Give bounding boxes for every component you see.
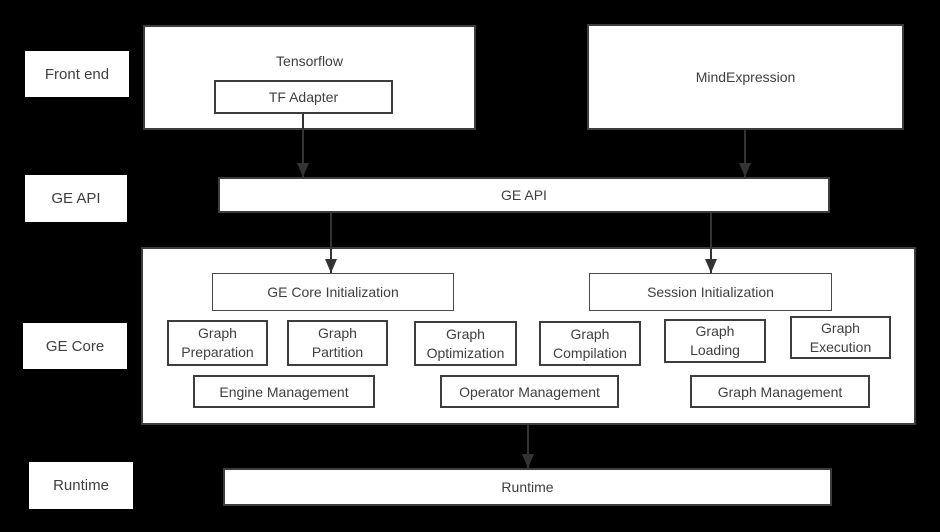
session-initialization-label: Session Initialization (647, 284, 774, 300)
layer-label-ge-core: GE Core (23, 323, 127, 369)
arrow-mindexpression-to-ge-api (739, 130, 751, 177)
layer-label-runtime-text: Runtime (53, 477, 109, 494)
stage-box-graph-preparation: Graph Preparation (167, 320, 268, 366)
arrow-tf-adapter-to-ge-api (297, 114, 309, 177)
operator-management-box: Operator Management (440, 375, 619, 408)
engine-management-label: Engine Management (219, 383, 349, 400)
mindexpression-box: MindExpression (587, 24, 904, 130)
tensorflow-box: Tensorflow TF Adapter (143, 25, 476, 130)
graph-management-label: Graph Management (717, 383, 843, 400)
arrow-ge-api-to-ge-core-initialization (325, 213, 337, 273)
tf-adapter-label: TF Adapter (268, 89, 339, 105)
graph-preparation-label: Graph Preparation (181, 325, 254, 360)
graph-optimization-label: Graph Optimization (426, 325, 505, 361)
stage-box-graph-partition: Graph Partition (287, 320, 388, 366)
graph-compilation-label: Graph Compilation (553, 325, 627, 361)
tf-adapter-box: TF Adapter (214, 80, 393, 114)
layer-label-runtime: Runtime (29, 462, 133, 509)
stage-box-graph-optimization: Graph Optimization (414, 321, 517, 366)
engine-management-box: Engine Management (193, 375, 375, 408)
layer-label-ge-api: GE API (25, 175, 127, 222)
layer-label-ge-api-text: GE API (51, 190, 101, 207)
operator-management-label: Operator Management (459, 383, 600, 400)
mindexpression-label: MindExpression (695, 69, 796, 85)
graph-execution-label: Graph Execution (809, 319, 872, 355)
runtime-label: Runtime (501, 479, 554, 495)
graph-loading-label: Graph Loading (690, 323, 740, 358)
stage-box-graph-loading: Graph Loading (664, 319, 766, 363)
layer-label-ge-core-text: GE Core (45, 337, 105, 355)
stage-box-graph-execution: Graph Execution (790, 316, 891, 359)
ge-core-initialization-box: GE Core Initialization (212, 273, 454, 311)
ge-api-label: GE API (501, 187, 547, 203)
stage-box-graph-compilation: Graph Compilation (539, 321, 641, 366)
tensorflow-title: Tensorflow (276, 53, 343, 69)
layer-label-front-end: Front end (25, 51, 129, 97)
ge-core-initialization-label: GE Core Initialization (267, 284, 399, 300)
graph-management-box: Graph Management (690, 375, 870, 408)
runtime-bar: Runtime (223, 468, 832, 506)
arrow-ge-api-to-session-initialization (705, 213, 717, 273)
session-initialization-box: Session Initialization (589, 273, 832, 311)
ge-api-bar: GE API (218, 177, 830, 213)
layer-label-front-end-text: Front end (44, 65, 110, 83)
graph-partition-label: Graph Partition (311, 325, 364, 360)
ge-core-box: GE Core Initialization Session Initializ… (141, 247, 916, 425)
arrow-ge-core-to-runtime (522, 425, 534, 468)
